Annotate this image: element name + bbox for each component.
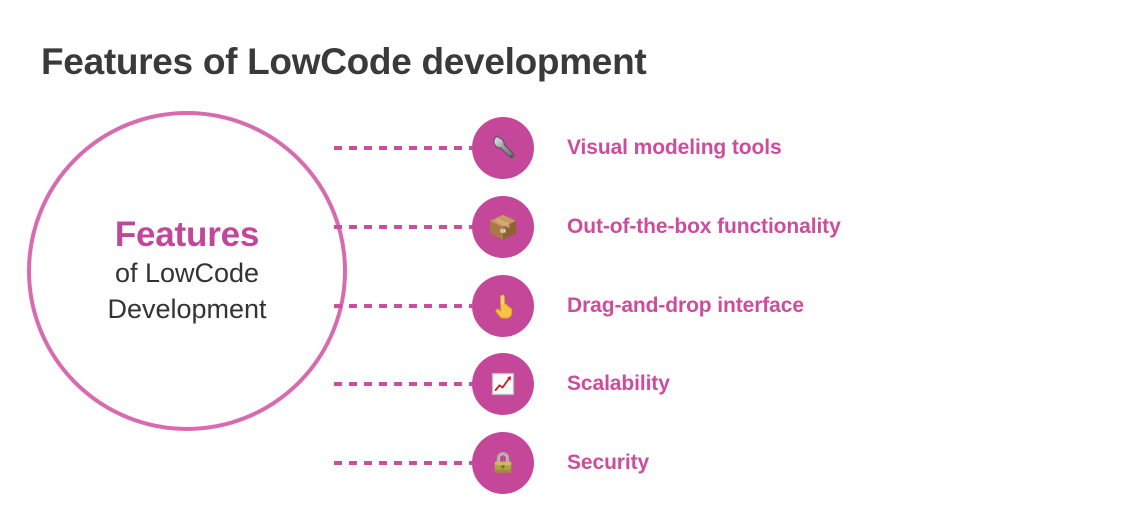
hub-subtitle-line-2: Development	[107, 293, 267, 324]
feature-icon-bubble[interactable]	[472, 196, 534, 258]
growth-chart-icon	[489, 370, 517, 398]
padlock-icon	[489, 449, 517, 477]
page-title: Features of LowCode development	[41, 40, 647, 82]
feature-label: Visual modeling tools	[567, 136, 782, 159]
feature-row[interactable]: Drag-and-drop interface	[334, 275, 804, 337]
hub-headline: Features	[114, 214, 260, 254]
dashed-connector-line	[334, 382, 472, 386]
feature-label: Scalability	[567, 372, 670, 395]
dashed-connector-line	[334, 225, 472, 229]
feature-row[interactable]: Out-of-the-box functionality	[334, 196, 841, 258]
feature-icon-bubble[interactable]	[472, 117, 534, 179]
feature-icon-bubble[interactable]	[472, 275, 534, 337]
hub-subtitle-line-1: of LowCode	[114, 257, 260, 288]
wrench-icon	[488, 133, 518, 163]
feature-label: Drag-and-drop interface	[567, 294, 804, 317]
dashed-connector-line	[334, 146, 472, 150]
feature-row[interactable]: Scalability	[334, 353, 670, 415]
dashed-connector-line	[334, 461, 472, 465]
feature-icon-bubble[interactable]	[472, 432, 534, 494]
feature-icon-bubble[interactable]	[472, 353, 534, 415]
feature-row[interactable]: Security	[334, 432, 649, 494]
dashed-connector-line	[334, 304, 472, 308]
feature-label: Security	[567, 451, 650, 474]
feature-row[interactable]: Visual modeling tools	[334, 117, 782, 179]
package-box-icon	[488, 212, 518, 242]
central-feature-circle: Features of LowCode Development	[27, 111, 347, 431]
pointing-hand-icon	[489, 292, 517, 320]
feature-label: Out-of-the-box functionality	[567, 215, 841, 238]
